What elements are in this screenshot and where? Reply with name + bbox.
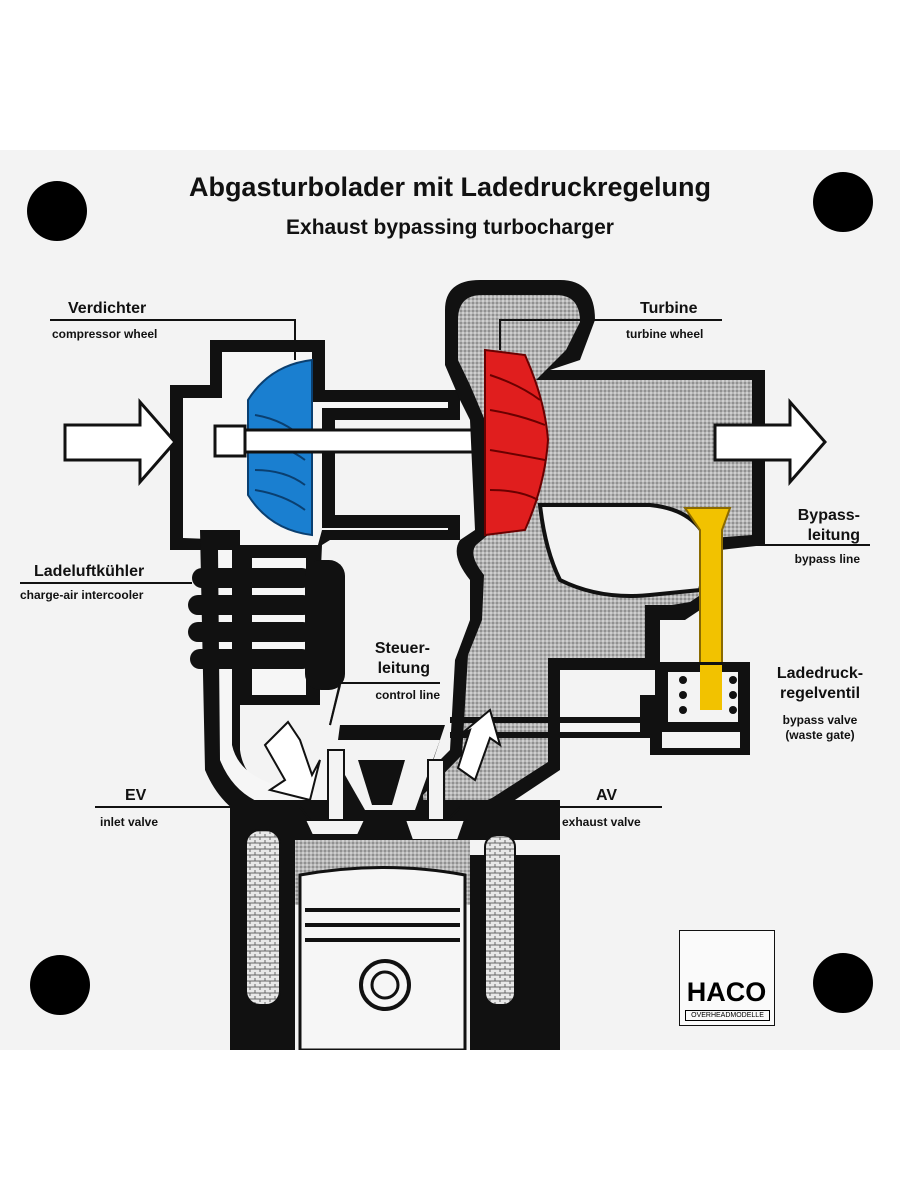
logo-tagline: OVERHEADMODELLE [685, 1010, 770, 1021]
label-verdichter: Verdichter [68, 300, 147, 317]
label-regelventil: regelventil [779, 685, 861, 702]
label-av: AV [596, 787, 618, 804]
label-inlet-valve: inlet valve [100, 815, 159, 829]
label-leitung-steuer: leitung [377, 660, 430, 677]
exhaust-flow-arrow [456, 708, 502, 782]
label-leitung-bypass: leitung [807, 527, 860, 544]
mounting-hole-top-right [813, 172, 873, 232]
turbine-wheel [484, 348, 550, 537]
diagram-board: Abgasturbolader mit Ladedruckregelung Ex… [0, 150, 900, 1050]
label-waste-gate: (waste gate) [785, 728, 855, 742]
label-control-line: control line [375, 688, 440, 702]
inlet-valve [303, 749, 367, 836]
intercooler-fins [188, 560, 345, 690]
mounting-hole-bottom-right [813, 953, 873, 1013]
label-turbine: Turbine [640, 300, 698, 317]
turbocharger-diagram [20, 172, 873, 1050]
label-bypass: Bypass- [797, 507, 860, 524]
label-turbine-wheel: turbine wheel [626, 327, 704, 341]
intake-arrow [63, 398, 177, 486]
mounting-hole-bottom-left [30, 955, 90, 1015]
piston [298, 866, 467, 1050]
inlet-flow-arrow [263, 720, 321, 802]
leader-lines [20, 319, 870, 821]
mounting-hole-top-left [27, 181, 87, 241]
label-exhaust-valve: exhaust valve [562, 815, 641, 829]
exhaust-arrow [713, 398, 827, 486]
label-bypass-line: bypass line [794, 552, 860, 566]
exhaust-valve [403, 759, 467, 841]
label-bypass-valve: bypass valve [782, 713, 858, 727]
label-ev: EV [125, 787, 147, 804]
label-ladeluftkuehler: Ladeluftkühler [34, 563, 145, 580]
label-steuer: Steuer- [374, 640, 430, 657]
cylinder-walls [230, 855, 560, 1050]
label-charge-air-intercooler: charge-air intercooler [20, 588, 144, 602]
diagram-subtitle: Exhaust bypassing turbocharger [286, 216, 614, 239]
diagram-title: Abgasturbolader mit Ladedruckregelung [188, 172, 712, 202]
label-ladedruck: Ladedruck- [776, 665, 864, 682]
label-compressor-wheel: compressor wheel [52, 327, 158, 341]
haco-logo: HACO OVERHEADMODELLE [679, 930, 775, 1026]
logo-name: HACO [686, 977, 767, 1007]
